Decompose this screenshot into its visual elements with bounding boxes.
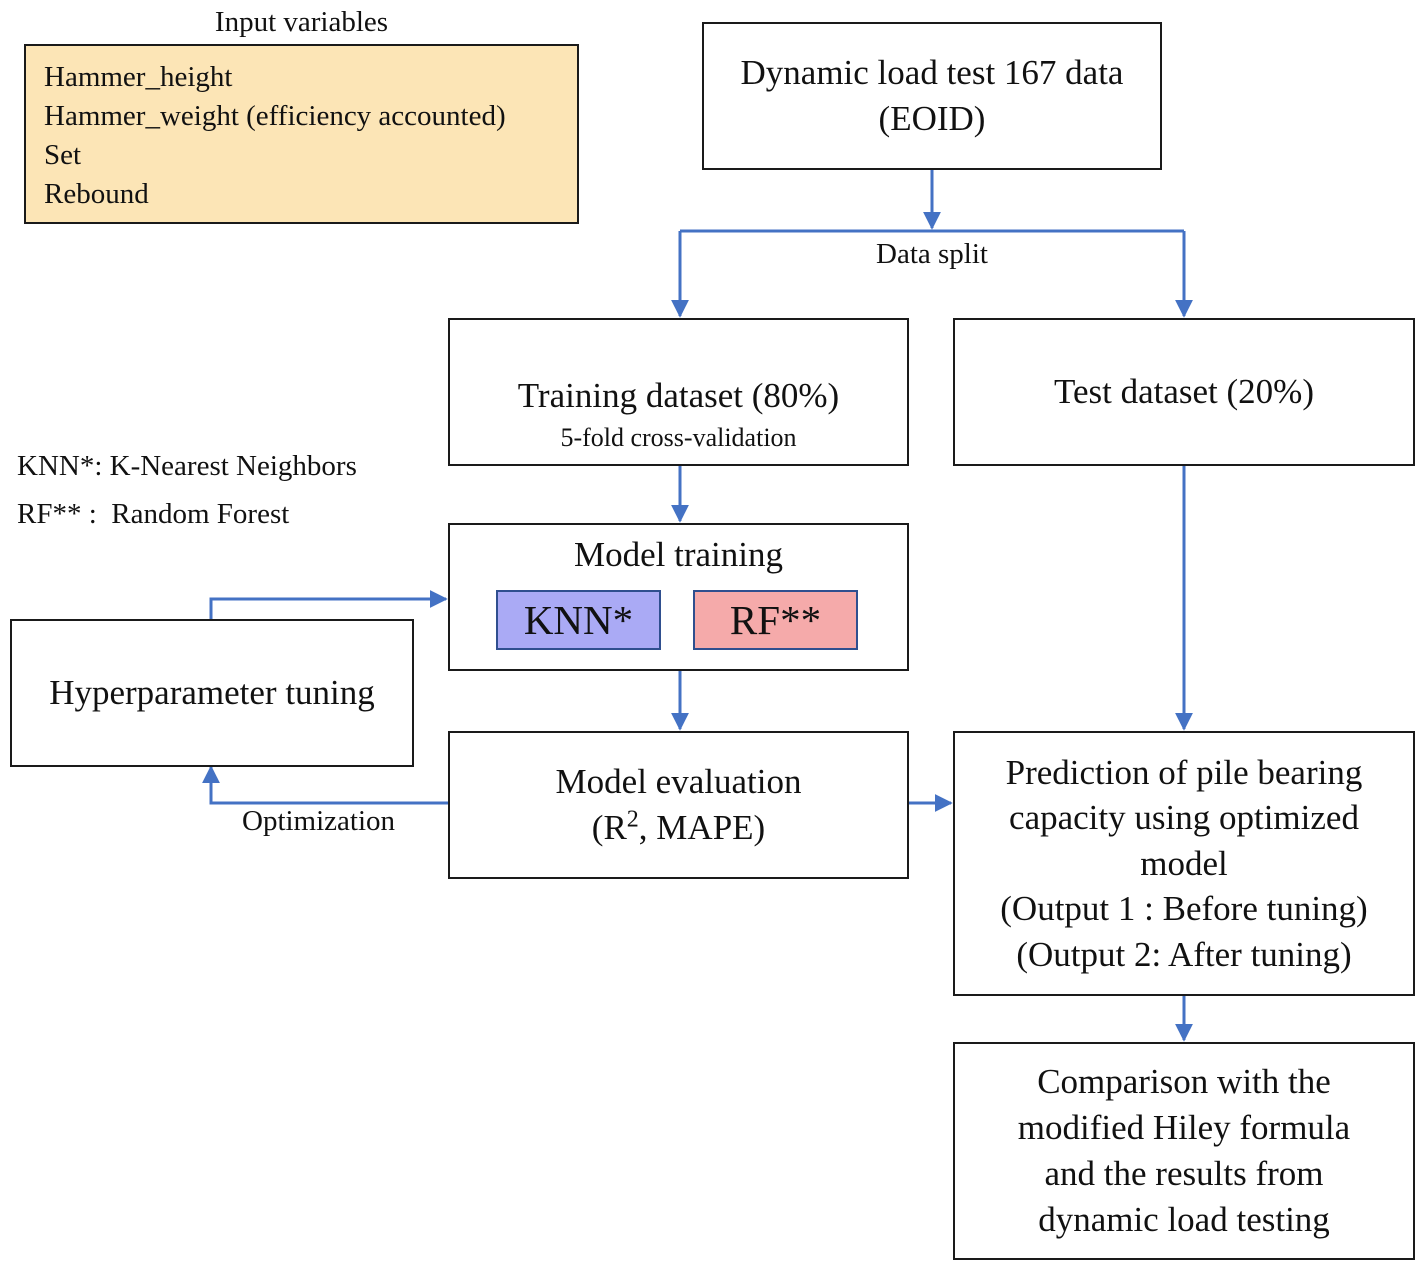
prediction-line-3: model: [1140, 843, 1228, 883]
prediction-line-2: capacity using optimized: [1009, 798, 1359, 838]
knn-model-box: KNN*: [496, 590, 661, 650]
arrow-hyperparameter-to-model: [209, 590, 448, 619]
input-variable-set: Set: [44, 139, 82, 171]
training-dataset-subtitle: 5-fold cross-validation: [560, 423, 797, 452]
input-variable-rebound: Rebound: [44, 178, 149, 210]
model-evaluation-box: Model evaluation (R2, MAPE): [448, 731, 909, 879]
input-variable-hammer-weight: Hammer_weight (efficiency accounted): [44, 100, 506, 132]
knn-model-label: KNN*: [523, 597, 634, 643]
metrics-suffix: , MAPE): [638, 808, 766, 847]
rf-model-box: RF**: [693, 590, 858, 650]
model-evaluation-title: Model evaluation: [555, 762, 802, 801]
legend-rf: RF** : Random Forest: [17, 498, 290, 530]
dynamic-load-test-eoid: (EOID): [878, 99, 986, 138]
input-variables-title: Input variables: [214, 6, 389, 38]
data-split-label: Data split: [876, 238, 988, 270]
prediction-line-5: (Output 2: After tuning): [1016, 934, 1352, 974]
legend-knn: KNN*: K-Nearest Neighbors: [17, 450, 357, 482]
metrics-prefix: (R: [591, 808, 627, 847]
training-dataset-title: Training dataset (80%): [517, 376, 840, 415]
comparison-line-1: Comparison with the: [1037, 1062, 1331, 1101]
prediction-line-1: Prediction of pile bearing: [1005, 752, 1363, 792]
dynamic-load-test-title: Dynamic load test 167 data: [740, 53, 1124, 92]
optimization-label: Optimization: [242, 805, 396, 837]
metrics-superscript: 2: [626, 806, 639, 833]
prediction-line-4: (Output 1 : Before tuning): [1000, 889, 1368, 929]
test-dataset-box: Test dataset (20%): [953, 318, 1415, 466]
model-training-title: Model training: [574, 535, 783, 574]
comparison-line-4: dynamic load testing: [1038, 1200, 1330, 1239]
arrow-evaluation-to-hyperparameter: [202, 765, 448, 805]
input-variables-box: Hammer_height Hammer_weight (efficiency …: [24, 44, 579, 224]
comparison-line-2: modified Hiley formula: [1017, 1108, 1351, 1147]
rf-model-label: RF**: [729, 597, 822, 643]
comparison-box: Comparison with the modified Hiley formu…: [953, 1042, 1415, 1260]
comparison-line-3: and the results from: [1044, 1154, 1324, 1193]
input-variable-hammer-height: Hammer_height: [44, 61, 233, 93]
dynamic-load-test-box: Dynamic load test 167 data (EOID): [702, 22, 1162, 170]
training-dataset-box: Training dataset (80%) 5-fold cross-vali…: [448, 318, 909, 466]
hyperparameter-tuning-label: Hyperparameter tuning: [49, 673, 375, 712]
prediction-box: Prediction of pile bearing capacity usin…: [953, 731, 1415, 996]
test-dataset-title: Test dataset (20%): [1054, 372, 1314, 411]
hyperparameter-tuning-box: Hyperparameter tuning: [10, 619, 414, 767]
model-evaluation-metrics: (R2, MAPE): [592, 805, 765, 851]
